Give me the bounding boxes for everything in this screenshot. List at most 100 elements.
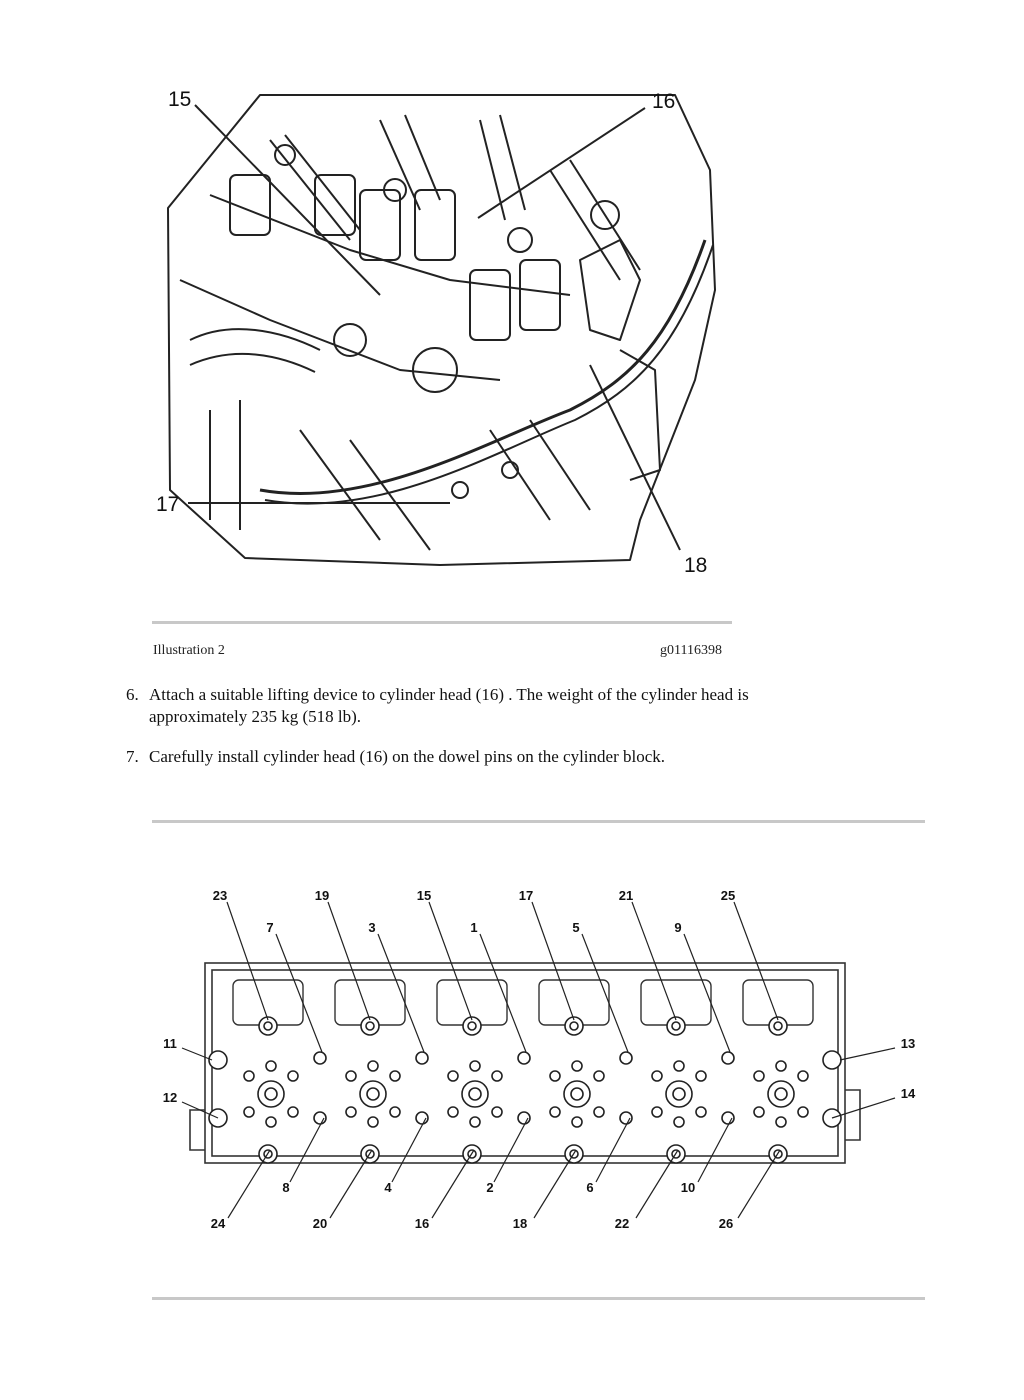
head-bolt-center xyxy=(365,1021,375,1031)
valve-seat xyxy=(265,1116,277,1128)
valve-seat xyxy=(695,1070,707,1082)
head-bolt-center xyxy=(773,1021,783,1031)
head-bolt xyxy=(822,1050,842,1070)
valve-seat xyxy=(673,1060,685,1072)
step-number: 7. xyxy=(126,747,139,766)
valve-seat xyxy=(593,1106,605,1118)
injector-bore-center xyxy=(570,1087,584,1101)
step-text: Attach a suitable lifting device to cyli… xyxy=(149,685,749,726)
head-bolt-center xyxy=(569,1021,579,1031)
valve-seat xyxy=(797,1106,809,1118)
callout-5: 5 xyxy=(572,920,579,935)
callout-19: 19 xyxy=(315,888,329,903)
valve-seat xyxy=(491,1070,503,1082)
valve-seat xyxy=(593,1070,605,1082)
valve-seat xyxy=(469,1060,481,1072)
head-bolt xyxy=(415,1111,429,1125)
callout-9: 9 xyxy=(674,920,681,935)
valve-seat xyxy=(287,1070,299,1082)
valve-seat xyxy=(491,1106,503,1118)
valve-seat xyxy=(345,1106,357,1118)
head-bolt xyxy=(721,1051,735,1065)
valve-seat xyxy=(753,1106,765,1118)
callout-14: 14 xyxy=(901,1086,916,1101)
head-bolt xyxy=(517,1051,531,1065)
valve-seat xyxy=(367,1116,379,1128)
valve-seat xyxy=(389,1070,401,1082)
callout-11: 11 xyxy=(163,1036,177,1051)
valve-seat xyxy=(447,1106,459,1118)
injector-bore-center xyxy=(672,1087,686,1101)
callout-25: 25 xyxy=(721,888,735,903)
callout-18: 18 xyxy=(684,554,707,577)
valve-seat xyxy=(367,1060,379,1072)
valve-seat xyxy=(549,1106,561,1118)
callout-16: 16 xyxy=(652,90,675,113)
callout-21: 21 xyxy=(619,888,633,903)
head-bolt xyxy=(313,1051,327,1065)
valve-seat xyxy=(389,1106,401,1118)
injector-bore-center xyxy=(366,1087,380,1101)
callout-8: 8 xyxy=(282,1180,289,1195)
injector-bore-center xyxy=(774,1087,788,1101)
callout-10: 10 xyxy=(681,1180,695,1195)
valve-seat xyxy=(243,1070,255,1082)
figure2-top-divider xyxy=(152,820,925,823)
callout-13: 13 xyxy=(901,1036,915,1051)
engine-illustration: 15 16 17 18 xyxy=(156,88,716,577)
valve-seat xyxy=(695,1106,707,1118)
figure1-divider xyxy=(152,621,732,624)
valve-seat xyxy=(571,1060,583,1072)
valve-seat xyxy=(753,1070,765,1082)
head-bolt xyxy=(619,1111,633,1125)
valve-seat xyxy=(571,1116,583,1128)
valve-seat xyxy=(265,1060,277,1072)
valve-seat xyxy=(651,1070,663,1082)
callout-15: 15 xyxy=(168,88,191,111)
head-bolt xyxy=(208,1050,228,1070)
figure2-bottom-divider xyxy=(152,1297,925,1300)
valve-seat xyxy=(797,1070,809,1082)
valve-seat xyxy=(345,1070,357,1082)
valve-seat xyxy=(243,1106,255,1118)
cylinder-head-bolt-diagram: 23 19 15 17 21 25 7 3 1 5 9 11 12 13 14 … xyxy=(163,888,916,1231)
callout-15: 15 xyxy=(417,888,431,903)
callout-23: 23 xyxy=(213,888,227,903)
valve-seat xyxy=(651,1106,663,1118)
callout-16: 16 xyxy=(415,1216,429,1231)
head-bolt-center xyxy=(671,1021,681,1031)
callout-20: 20 xyxy=(313,1216,327,1231)
step-number: 6. xyxy=(126,685,139,704)
valve-seat xyxy=(549,1070,561,1082)
callout-1: 1 xyxy=(470,920,477,935)
head-bolt xyxy=(517,1111,531,1125)
injector-bore-center xyxy=(264,1087,278,1101)
injector-bore-center xyxy=(468,1087,482,1101)
head-bolt xyxy=(721,1111,735,1125)
callout-17: 17 xyxy=(156,493,179,516)
callout-26: 26 xyxy=(719,1216,733,1231)
valve-seat xyxy=(447,1070,459,1082)
valve-seat xyxy=(673,1116,685,1128)
illustration-caption: Illustration 2 xyxy=(153,643,225,658)
callout-12: 12 xyxy=(163,1090,177,1105)
callout-24: 24 xyxy=(211,1216,226,1231)
step-text: Carefully install cylinder head (16) on … xyxy=(149,747,666,766)
callout-18: 18 xyxy=(513,1216,527,1231)
callout-4: 4 xyxy=(384,1180,392,1195)
valve-seat xyxy=(775,1116,787,1128)
valve-seat xyxy=(775,1060,787,1072)
valve-seat xyxy=(469,1116,481,1128)
callout-17: 17 xyxy=(519,888,533,903)
graphic-id: g01116398 xyxy=(660,643,722,658)
head-bolt-center xyxy=(263,1021,273,1031)
head-bolt xyxy=(619,1051,633,1065)
callout-6: 6 xyxy=(586,1180,593,1195)
callout-7: 7 xyxy=(266,920,273,935)
valve-seat xyxy=(287,1106,299,1118)
head-bolt xyxy=(415,1051,429,1065)
callout-3: 3 xyxy=(368,920,375,935)
head-bolt-center xyxy=(467,1021,477,1031)
callout-2: 2 xyxy=(486,1180,493,1195)
callout-22: 22 xyxy=(615,1216,629,1231)
